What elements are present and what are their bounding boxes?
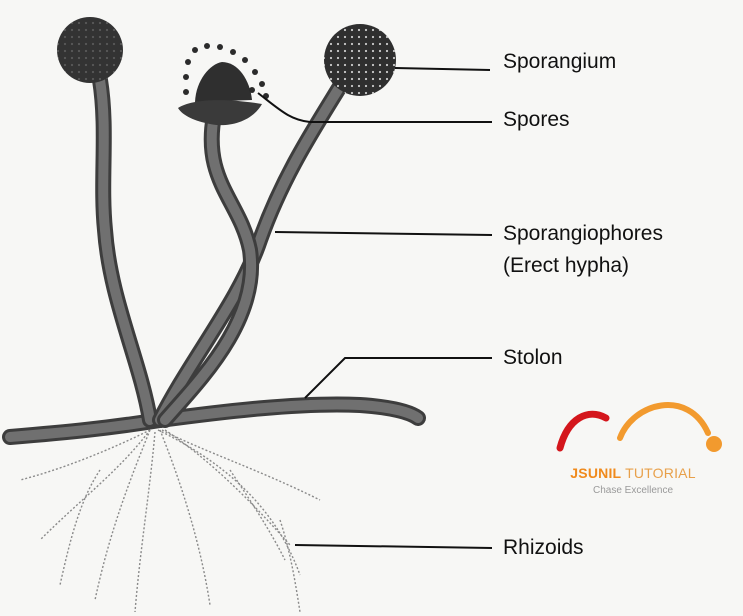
logo-arcs-icon — [548, 388, 738, 468]
sporangium-left — [57, 17, 123, 83]
logo-name-part2: TUTORIAL — [625, 465, 696, 481]
logo-name: JSUNIL TUTORIAL — [548, 465, 718, 481]
leader-lines — [258, 68, 492, 548]
bursting-sporangium — [178, 62, 262, 125]
logo-tagline: Chase Excellence — [548, 485, 718, 496]
sporangium-right — [324, 24, 396, 96]
label-sporangium: Sporangium — [503, 50, 616, 74]
label-rhizoids: Rhizoids — [503, 536, 584, 560]
jsunil-tutorial-logo: JSUNIL TUTORIAL Chase Excellence — [548, 388, 738, 513]
label-stolon: Stolon — [503, 346, 563, 370]
logo-name-part1: JSUNIL — [570, 465, 621, 481]
label-spores: Spores — [503, 108, 570, 132]
label-sporangiophores: Sporangiophores — [503, 222, 663, 246]
rhizoids — [20, 430, 320, 612]
label-erect-hypha: (Erect hypha) — [503, 254, 629, 278]
